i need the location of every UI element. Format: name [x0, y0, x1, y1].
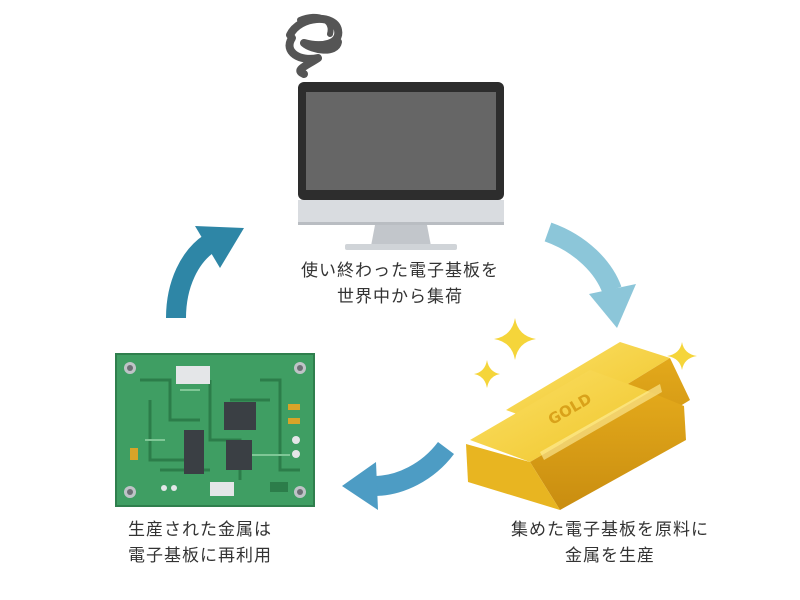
caption-line: 使い終わった電子基板を: [301, 261, 499, 281]
circuit-board-icon: [115, 353, 315, 507]
cycle-arrow-icon: [544, 222, 636, 328]
desktop-computer-icon: [298, 82, 504, 250]
caption-line: 世界中から集荷: [337, 287, 463, 307]
sparkle-icon: [667, 342, 697, 370]
sparkle-icon: [494, 318, 536, 360]
gold-bar-icon: GOLD: [466, 342, 690, 510]
sparkle-icon: [474, 360, 500, 388]
step-reuse-caption: 生産された金属は 電子基板に再利用: [50, 517, 350, 569]
caption-line: 集めた電子基板を原料に: [511, 520, 709, 540]
cycle-arrow-icon: [342, 441, 454, 510]
caption-line: 生産された金属は: [128, 520, 272, 540]
smoke-swirl-icon: [285, 13, 343, 78]
step-refine-caption: 集めた電子基板を原料に 金属を生産: [440, 517, 780, 569]
cycle-arrow-icon: [166, 226, 244, 319]
step-collect-caption: 使い終わった電子基板を 世界中から集荷: [250, 258, 550, 310]
caption-line: 金属を生産: [565, 546, 655, 566]
caption-line: 電子基板に再利用: [128, 546, 272, 566]
